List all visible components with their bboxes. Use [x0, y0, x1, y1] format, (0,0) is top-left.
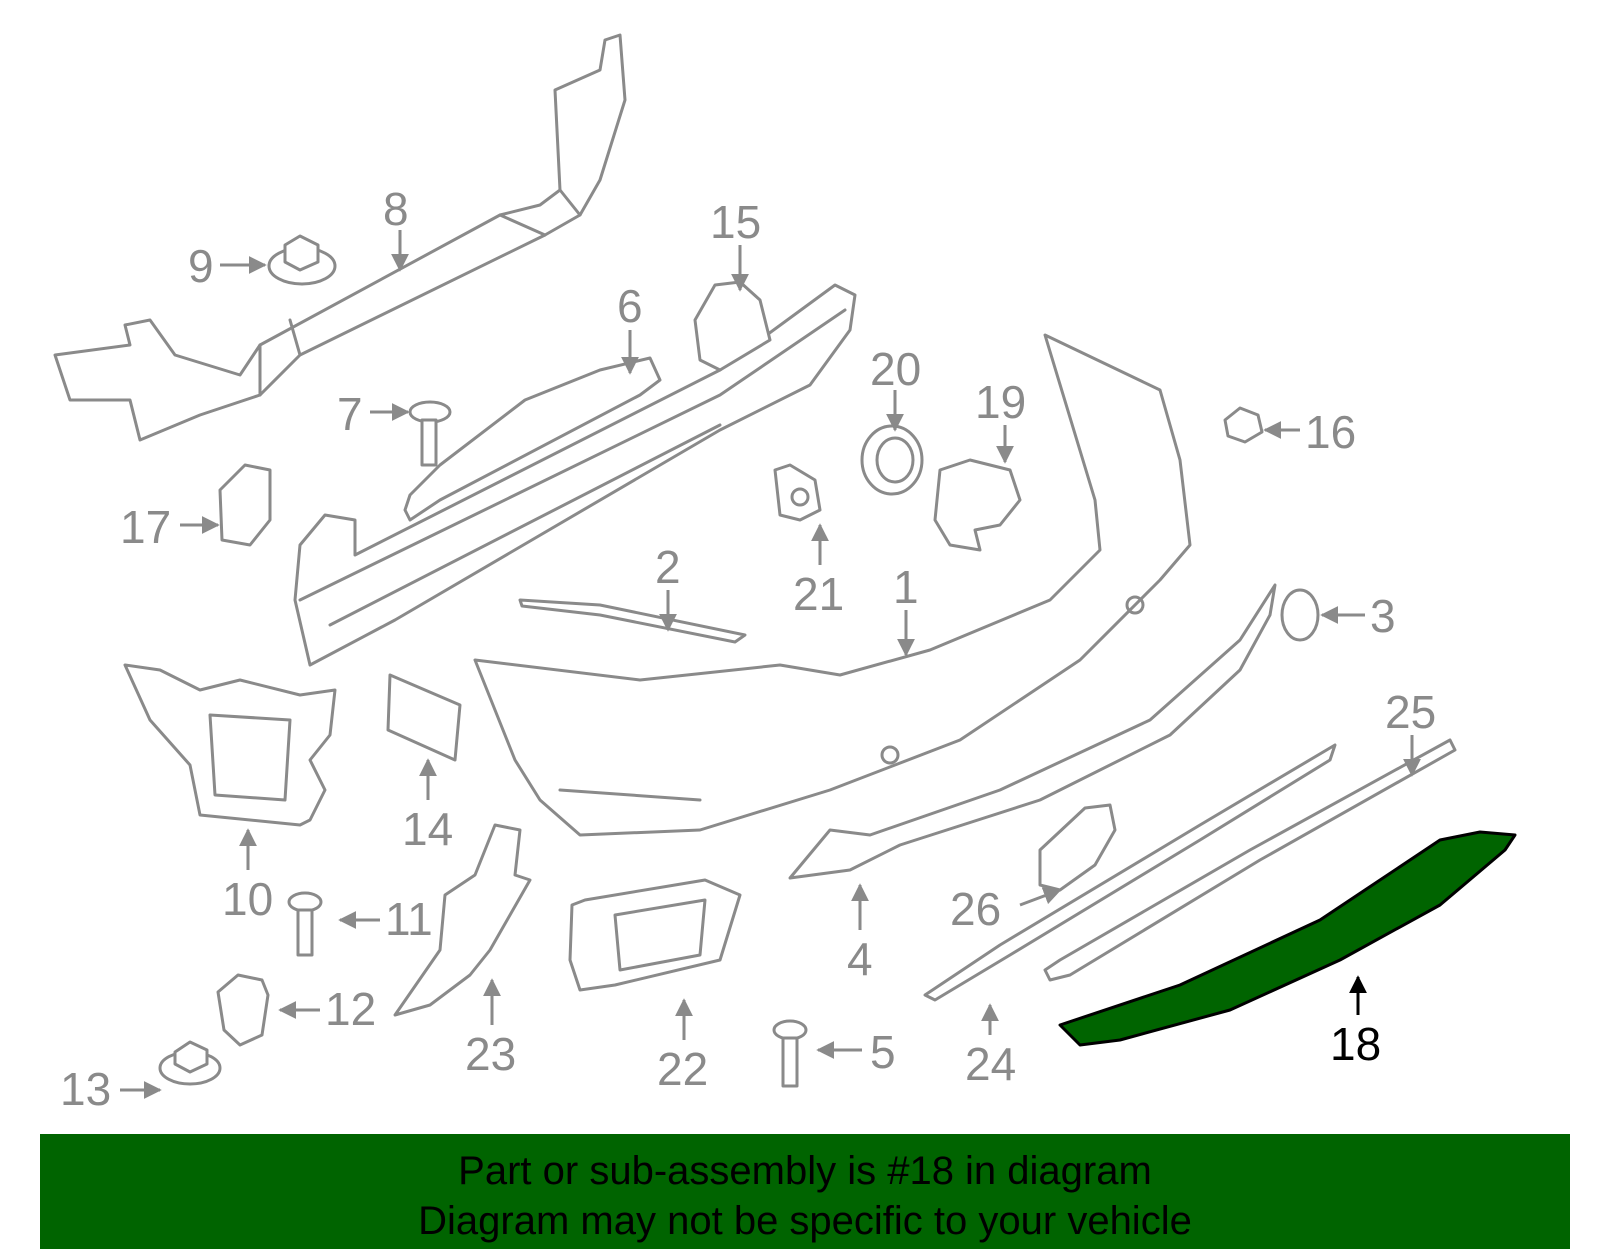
banner-line-2: Diagram may not be specific to your vehi… — [418, 1199, 1192, 1243]
callout-24: 24 — [965, 1038, 1016, 1090]
part-18-highlighted — [1058, 830, 1517, 1047]
part-25-strip — [1043, 738, 1457, 982]
callout-labels: 8 9 15 6 7 17 20 19 21 16 2 1 3 25 10 14… — [60, 183, 1436, 1115]
callout-26: 26 — [950, 883, 1001, 935]
callout-15: 15 — [710, 196, 761, 248]
callout-8: 8 — [383, 183, 409, 235]
callout-11: 11 — [385, 893, 433, 945]
part-3-cap — [1280, 588, 1320, 642]
callout-9: 9 — [188, 240, 214, 292]
callout-18-highlighted: 18 — [1330, 1018, 1381, 1070]
part-13-nut — [158, 1040, 222, 1086]
part-4-lower-trim — [788, 583, 1277, 880]
part-6-strip — [403, 356, 662, 522]
callout-1: 1 — [893, 561, 919, 613]
part-9-nut — [267, 234, 337, 286]
callout-12: 12 — [325, 983, 376, 1035]
part-15-bracket-beam — [293, 280, 857, 667]
part-26-connector — [1038, 803, 1117, 892]
part-8-reinforcement — [53, 33, 627, 442]
part-24-strip — [923, 743, 1337, 1002]
callout-7: 7 — [337, 388, 363, 440]
part-12-clip — [216, 973, 270, 1047]
part-11-bolt — [287, 891, 323, 957]
callout-13: 13 — [60, 1063, 111, 1115]
part-2-strip — [518, 598, 747, 644]
part-16-nut — [1223, 406, 1264, 444]
callout-25: 25 — [1385, 686, 1436, 738]
banner-line-1: Part or sub-assembly is #18 in diagram — [458, 1149, 1152, 1193]
info-banner: Part or sub-assembly is #18 in diagram D… — [40, 1134, 1570, 1249]
callout-14: 14 — [402, 803, 453, 855]
part-7-bolt — [408, 400, 452, 467]
part-20-grommet — [860, 424, 924, 496]
callout-10: 10 — [222, 873, 273, 925]
callout-5: 5 — [870, 1026, 896, 1078]
callout-22: 22 — [657, 1043, 708, 1095]
callout-17: 17 — [120, 501, 171, 553]
part-14-label — [386, 673, 462, 762]
callout-arrows — [120, 230, 1421, 1099]
callout-6: 6 — [617, 280, 643, 332]
part-1-bumper-cover — [473, 333, 1192, 837]
part-21-holder — [773, 463, 822, 522]
callout-20: 20 — [870, 343, 921, 395]
callout-2: 2 — [655, 541, 681, 593]
callout-3: 3 — [1370, 590, 1396, 642]
part-22-module — [568, 878, 742, 992]
part-19-sensor — [933, 458, 1022, 552]
callout-21: 21 — [793, 568, 844, 620]
callout-16: 16 — [1305, 406, 1356, 458]
part-17-plate — [218, 463, 272, 547]
part-10-bracket — [123, 663, 337, 827]
callout-19: 19 — [975, 376, 1026, 428]
part-23-deflector — [393, 823, 532, 1017]
callout-23: 23 — [465, 1028, 516, 1080]
part-5-bolt — [772, 1019, 808, 1088]
callout-4: 4 — [847, 933, 873, 985]
